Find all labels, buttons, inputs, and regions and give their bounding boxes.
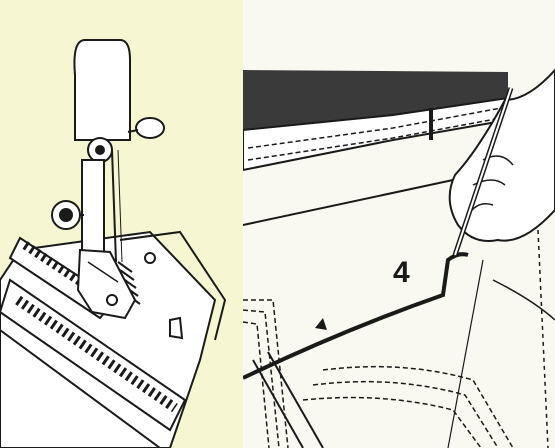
- sewing-machine-drawing: [0, 0, 243, 448]
- seam-marking-drawing: [243, 0, 555, 448]
- step-number-label: 4: [393, 258, 410, 288]
- machine-head: [74, 40, 130, 140]
- sewing-machine-panel: [0, 0, 243, 448]
- seam-marking-panel: [243, 0, 555, 448]
- tension-knob: [136, 118, 164, 138]
- presser-bar: [82, 160, 104, 255]
